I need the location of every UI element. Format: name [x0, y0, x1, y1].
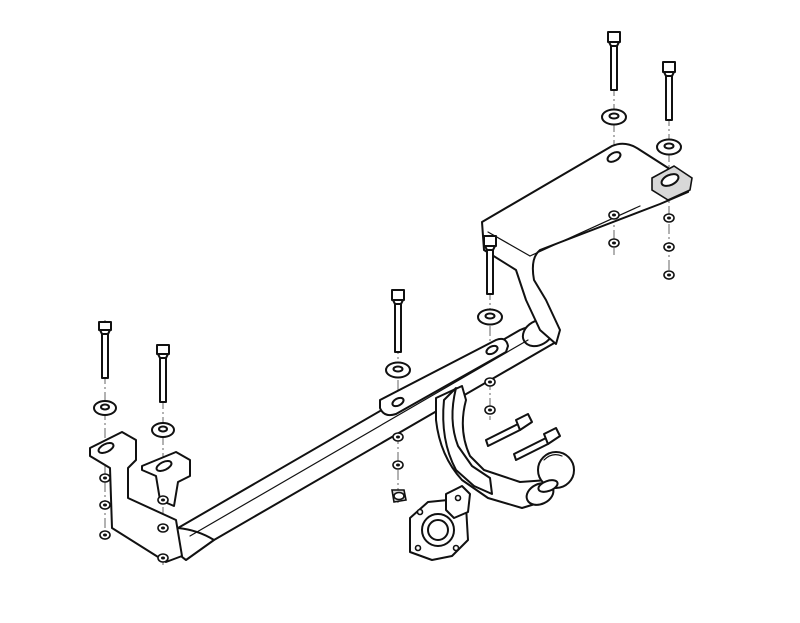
bolt-arm	[483, 235, 497, 295]
nuts-left-1	[99, 473, 111, 540]
nuts-left-2	[157, 495, 169, 563]
centerlines	[104, 32, 670, 565]
right-side-arm	[481, 142, 693, 345]
nuts-right-2	[663, 213, 675, 280]
bolt-center	[391, 289, 405, 353]
nuts-arm	[484, 377, 496, 415]
bolt-right-1	[607, 31, 621, 91]
nuts-center	[391, 432, 407, 503]
washer-left-2	[151, 422, 175, 438]
socket-plate	[409, 485, 471, 561]
washers	[93, 108, 682, 438]
bolt-left-2	[156, 344, 170, 403]
bolts	[98, 31, 676, 403]
washer-left-1	[93, 400, 117, 416]
washer-right-2	[656, 138, 682, 156]
washer-right-1	[601, 108, 627, 126]
cross-beam	[173, 318, 557, 561]
bolt-left-1	[98, 321, 112, 379]
tow-ball	[525, 451, 575, 506]
ball-bolts	[485, 413, 561, 461]
washer-center	[385, 361, 411, 379]
nuts	[99, 210, 675, 563]
nuts-right-1	[608, 210, 620, 248]
washer-arm	[477, 308, 503, 326]
center-mounting-plate	[379, 337, 509, 417]
bolt-right-2	[662, 61, 676, 121]
